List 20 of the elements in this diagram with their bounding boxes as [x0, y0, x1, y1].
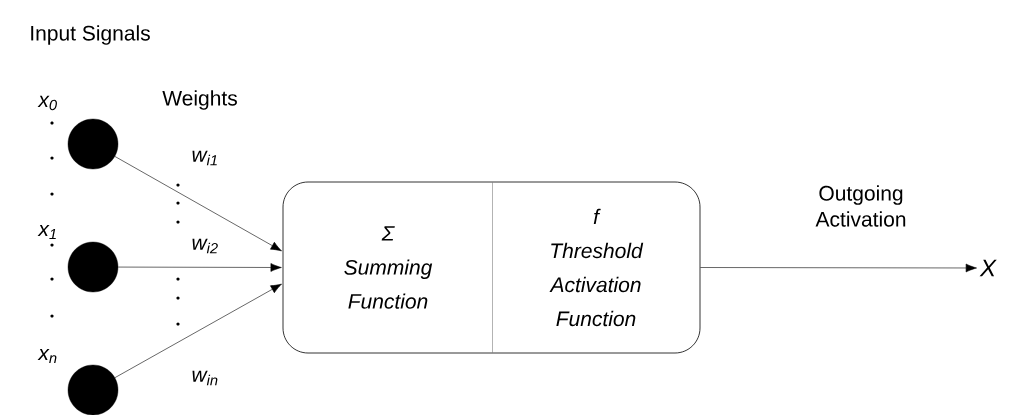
input-node-circle: [67, 364, 119, 415]
heading-label: Input Signals: [31, 25, 150, 45]
arrow: [700, 263, 977, 273]
output-label: X: [979, 259, 997, 277]
edge-label: w$_{in}$: [192, 370, 218, 386]
edge-label: w$_{i1}$: [192, 150, 217, 166]
input-label: x$_{0}$: [37, 95, 57, 111]
input-label: x$_{n}$: [37, 348, 57, 364]
edge-label: Outgoing Activation: [815, 185, 906, 227]
arrow: [114, 283, 282, 378]
function-label: f Threshold Activation Function: [549, 208, 644, 327]
input-label: x$_{1}$: [37, 224, 56, 240]
arrow: [117, 263, 282, 272]
heading-label: Weights: [162, 90, 237, 110]
function-label: Σ Summing Function: [344, 226, 433, 309]
input-node-circle: [67, 118, 119, 170]
input-node-circle: [67, 241, 119, 293]
edge-label: w$_{i2}$: [192, 238, 218, 254]
arrow: [114, 156, 282, 252]
neuron-box: [282, 181, 701, 354]
